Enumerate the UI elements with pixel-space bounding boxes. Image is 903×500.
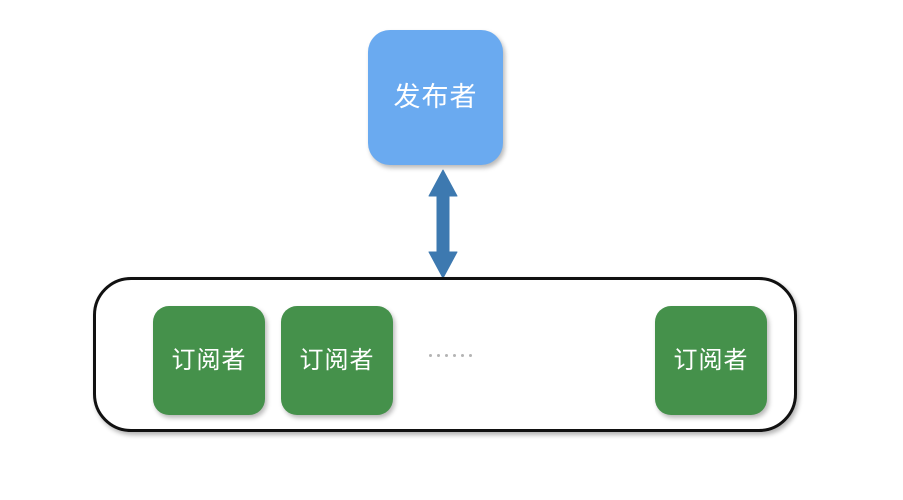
ellipsis-dot xyxy=(461,354,464,357)
subscriber-node[interactable]: 订阅者 xyxy=(281,306,393,415)
publisher-label: 发布者 xyxy=(393,82,478,112)
subscriber-label: 订阅者 xyxy=(171,346,247,374)
ellipsis-dot xyxy=(429,354,432,357)
subscriber-node[interactable]: 订阅者 xyxy=(655,306,767,415)
ellipsis-dot xyxy=(445,354,448,357)
double-arrow-icon xyxy=(428,169,458,279)
publisher-subscriber-arrow xyxy=(427,168,459,280)
subscribers-container: 订阅者 订阅者 订阅者 xyxy=(93,277,797,432)
subscriber-label: 订阅者 xyxy=(299,346,375,374)
ellipsis-indicator xyxy=(429,354,472,357)
publisher-node[interactable]: 发布者 xyxy=(368,30,503,165)
ellipsis-dot xyxy=(453,354,456,357)
ellipsis-dot xyxy=(437,354,440,357)
subscriber-label: 订阅者 xyxy=(673,346,749,374)
subscriber-node[interactable]: 订阅者 xyxy=(153,306,265,415)
ellipsis-dot xyxy=(469,354,472,357)
